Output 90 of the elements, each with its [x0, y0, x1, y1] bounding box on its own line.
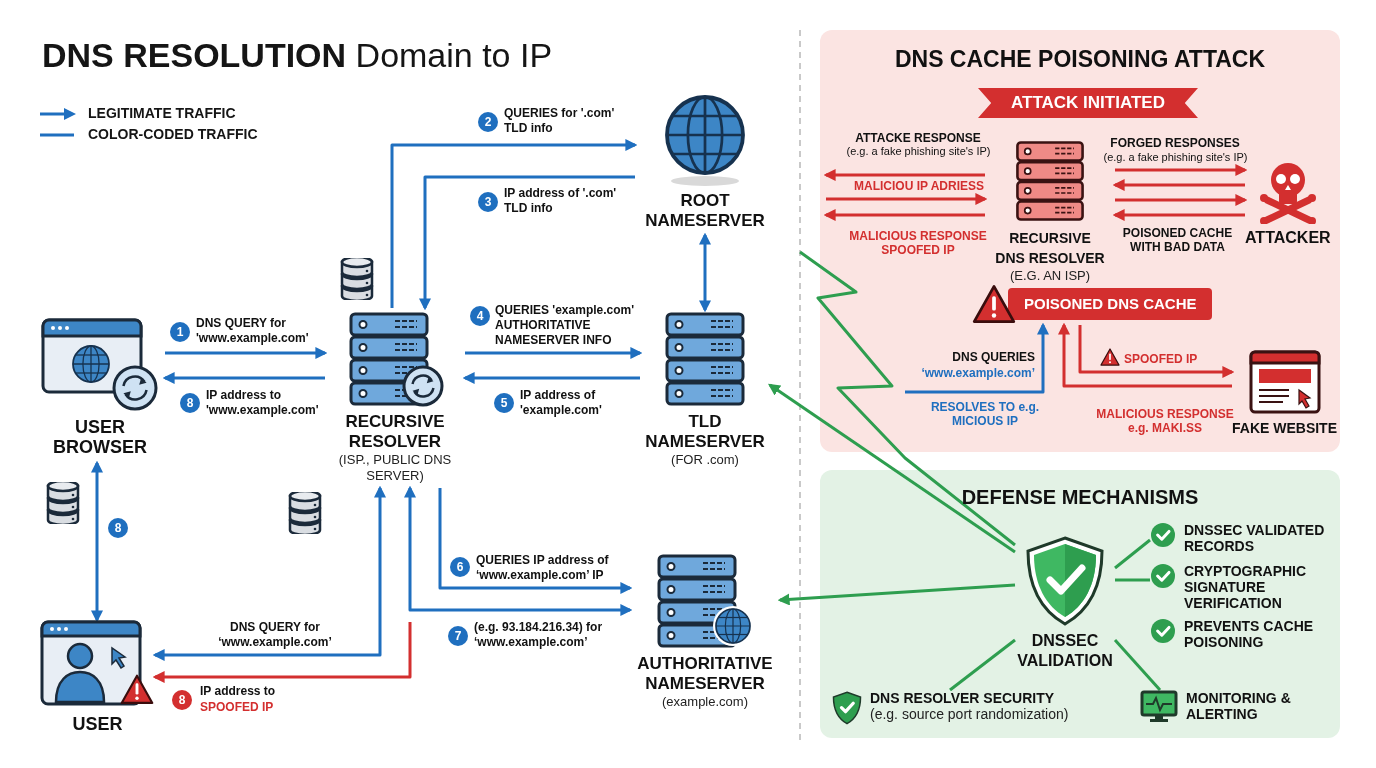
node-title: FAKE WEBSITE [1232, 419, 1337, 438]
step-badge: 6 [450, 557, 470, 577]
step-badge: 8 [108, 518, 128, 538]
legend-label: LEGITIMATE TRAFFIC [88, 104, 236, 123]
node-subtitle: (ISP., PUBLIC DNS SERVER) [337, 452, 453, 484]
item-title: DNS RESOLVER SECURITY [870, 690, 1056, 706]
arrow [465, 347, 643, 359]
step-badge: 8 [180, 393, 200, 413]
item-title: MONITORING & ALERTING [1186, 690, 1292, 722]
arrow [91, 460, 103, 623]
arrow [404, 485, 633, 616]
node-title: USER BROWSER [52, 417, 148, 457]
edge-label: IP address to 'www.example.com' [206, 388, 320, 418]
arrow [699, 232, 711, 313]
step-badge: 3 [478, 192, 498, 212]
arrow [905, 322, 1049, 394]
connector-line [1113, 639, 1162, 691]
step-badge: 7 [448, 626, 468, 646]
node-subtitle: (example.com) [662, 694, 748, 710]
annotation: (e.g. a fake phishing site's IP) [1102, 151, 1249, 164]
annotation: (e.g. a fake phishing site's IP) [846, 145, 991, 158]
edge-label: QUERIES IP address of ‘www.example.com’ IP [476, 553, 610, 583]
node-subtitle: (E.G. AN ISP) [1009, 268, 1091, 284]
node-title: AUTHORITATIVE NAMESERVER [636, 654, 774, 694]
arrow [1115, 194, 1248, 206]
annotation: SPOOFED IP [1124, 352, 1199, 366]
arrow [462, 372, 640, 384]
arrow [1058, 322, 1232, 388]
edge-label: QUERIES 'example.com' AUTHORITATIVE NAMESERVER INFO [495, 303, 635, 348]
arrow [162, 372, 325, 384]
edge-label: DNS QUERY for 'www.example.com' [196, 316, 310, 346]
step-badge: 4 [470, 306, 490, 326]
annotation: MALICIOUS RESPONSE e.g. MAKI.SS [1096, 407, 1234, 435]
arrow [152, 622, 412, 683]
attack-panel [820, 30, 1340, 452]
edge-label: (e.g. 93.184.216.34) for ‘www.example.com’ [474, 620, 604, 650]
connector-line [799, 250, 1016, 547]
connector-line [949, 638, 1016, 692]
edge-label: IP address of '.com' TLD info [504, 186, 618, 216]
item-title: DNSSEC VALIDATED RECORDS [1184, 522, 1326, 554]
node-title: USER [72, 714, 123, 734]
annotation: FORGED RESPONSES [1110, 136, 1240, 150]
arrow [1112, 209, 1245, 221]
edge-label: DNS QUERY for ‘www.example.com’ [217, 620, 333, 650]
arrow [777, 583, 1016, 606]
arrow [1115, 164, 1248, 176]
arrow [419, 175, 635, 311]
node-title: DNSSEC VALIDATION [1016, 631, 1114, 671]
annotation: ‘www.example.com’ [920, 366, 1035, 380]
item-title: PREVENTS CACHE POISONING [1184, 618, 1315, 650]
arrow [1112, 179, 1245, 191]
arrow [823, 209, 985, 221]
arrow [823, 169, 985, 181]
annotation: RESOLVES TO e.g. MICIOUS IP [930, 400, 1040, 428]
annotation: DNS QUERIES [951, 350, 1035, 364]
item-title: CRYPTOGRAPHIC SIGNATURE VERIFICATION [1184, 563, 1308, 611]
annotation: MALICIOU IP ADRIESS [853, 179, 985, 193]
step-badge: 8 [172, 690, 192, 710]
ribbon-banner: ATTACK INITIATED [978, 88, 1198, 118]
annotation: MALICIOUS RESPONSE SPOOFED IP [848, 229, 988, 257]
item-subtitle: (e.g. source port randomization) [870, 706, 1069, 722]
node-title: RECURSIVE RESOLVER [344, 412, 446, 452]
diagram-title: DNS RESOLUTION Domain to IP [42, 35, 553, 76]
node-subtitle: (FOR .com) [671, 452, 739, 468]
node-title: ATTACKER [1245, 228, 1330, 248]
node-title: RECURSIVE DNS RESOLVER [994, 229, 1106, 268]
panel-title: DEFENSE MECHANISMS [960, 485, 1200, 510]
annotation: SPOOFED IP [200, 700, 275, 714]
edge-label: IP address to [200, 684, 277, 699]
step-badge: 1 [170, 322, 190, 342]
panel-title: DNS CACHE POISONING ATTACK [893, 45, 1267, 74]
arrow [826, 193, 988, 205]
arrow [768, 383, 1016, 554]
edge-label: QUERIES for '.com' TLD info [504, 106, 616, 136]
step-badge: 5 [494, 393, 514, 413]
edge-label: IP address of 'example.com' [520, 388, 603, 418]
connector-line [1114, 538, 1151, 570]
arrow [1078, 325, 1235, 378]
annotation: ATTACKE RESPONSE [854, 131, 982, 145]
node-title: TLD NAMESERVER [644, 412, 766, 452]
step-badge: 2 [478, 112, 498, 132]
defense-panel [820, 470, 1340, 738]
legend-label: COLOR-CODED TRAFFIC [88, 125, 258, 144]
arrow [438, 488, 633, 594]
node-title: ROOT NAMESERVER [644, 191, 766, 231]
arrow [390, 139, 638, 308]
arrow [165, 347, 328, 359]
connector-line [1115, 578, 1150, 582]
annotation: POISONED CACHE WITH BAD DATA [1121, 226, 1234, 254]
arrow [152, 485, 386, 661]
